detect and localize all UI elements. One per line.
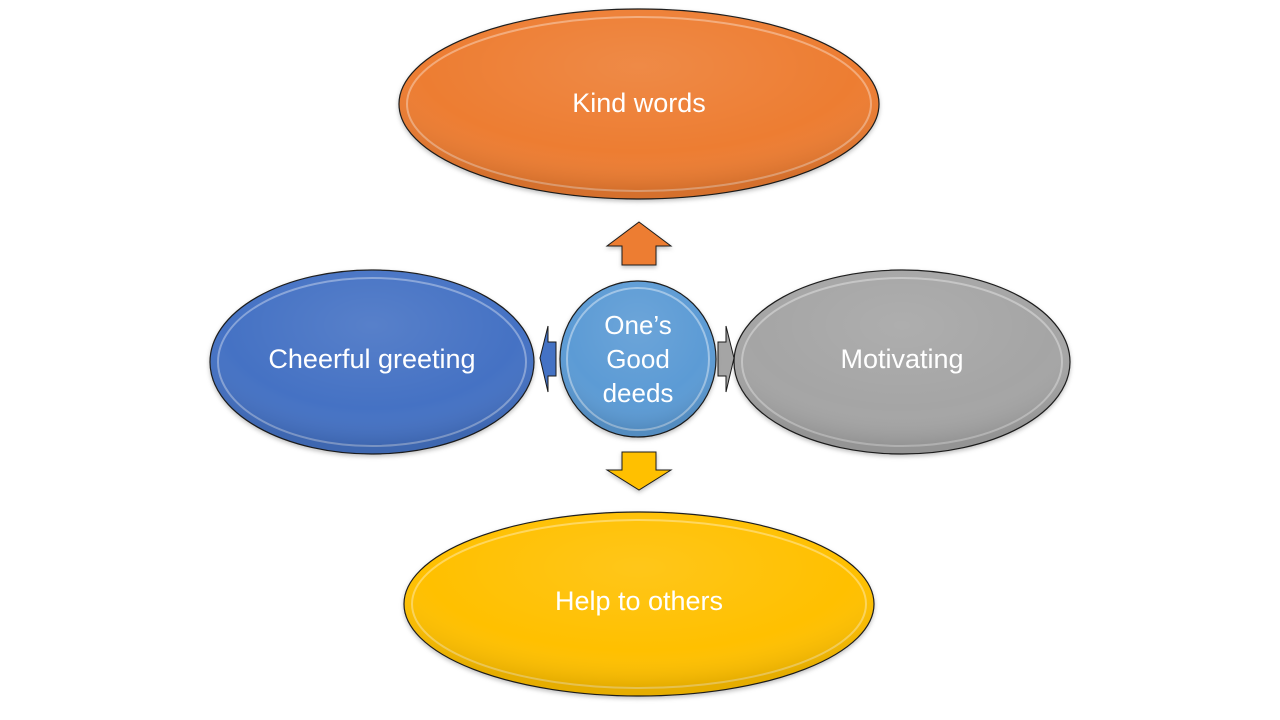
node-help-to-others-label: Help to others [555,586,723,616]
arrow-down-icon [605,451,673,491]
arrow-up-icon [605,221,673,266]
arrow-left-icon [539,325,557,393]
center-node-shine [560,281,716,437]
node-motivating-label: Motivating [840,344,963,374]
arrow-right-icon [717,325,735,393]
node-kind-words-label: Kind words [572,88,706,118]
node-cheerful-greeting-label: Cheerful greeting [268,344,475,374]
center-node-line-3: deeds [603,378,674,408]
node-cheerful-greeting-shine [210,270,534,454]
node-kind-words-shine [399,9,879,199]
node-motivating-shine [734,270,1070,454]
center-node: One’s Good deeds [559,280,717,438]
center-node-line-2: Good [606,344,670,374]
node-motivating: Motivating [733,269,1071,455]
center-node-line-1: One’s [604,310,671,340]
node-cheerful-greeting: Cheerful greeting [209,269,535,455]
node-kind-words: Kind words [398,8,880,200]
node-help-to-others: Help to others [403,511,875,697]
node-help-to-others-shine [404,512,874,696]
